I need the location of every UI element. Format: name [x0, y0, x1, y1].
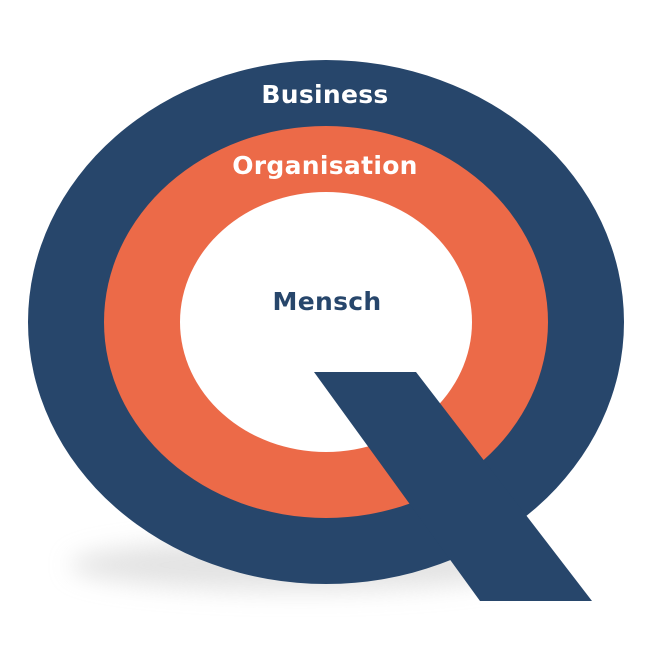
label-mensch: Mensch — [273, 287, 382, 316]
label-business: Business — [261, 80, 388, 109]
label-organisation: Organisation — [232, 151, 418, 180]
q-tail — [314, 372, 592, 601]
